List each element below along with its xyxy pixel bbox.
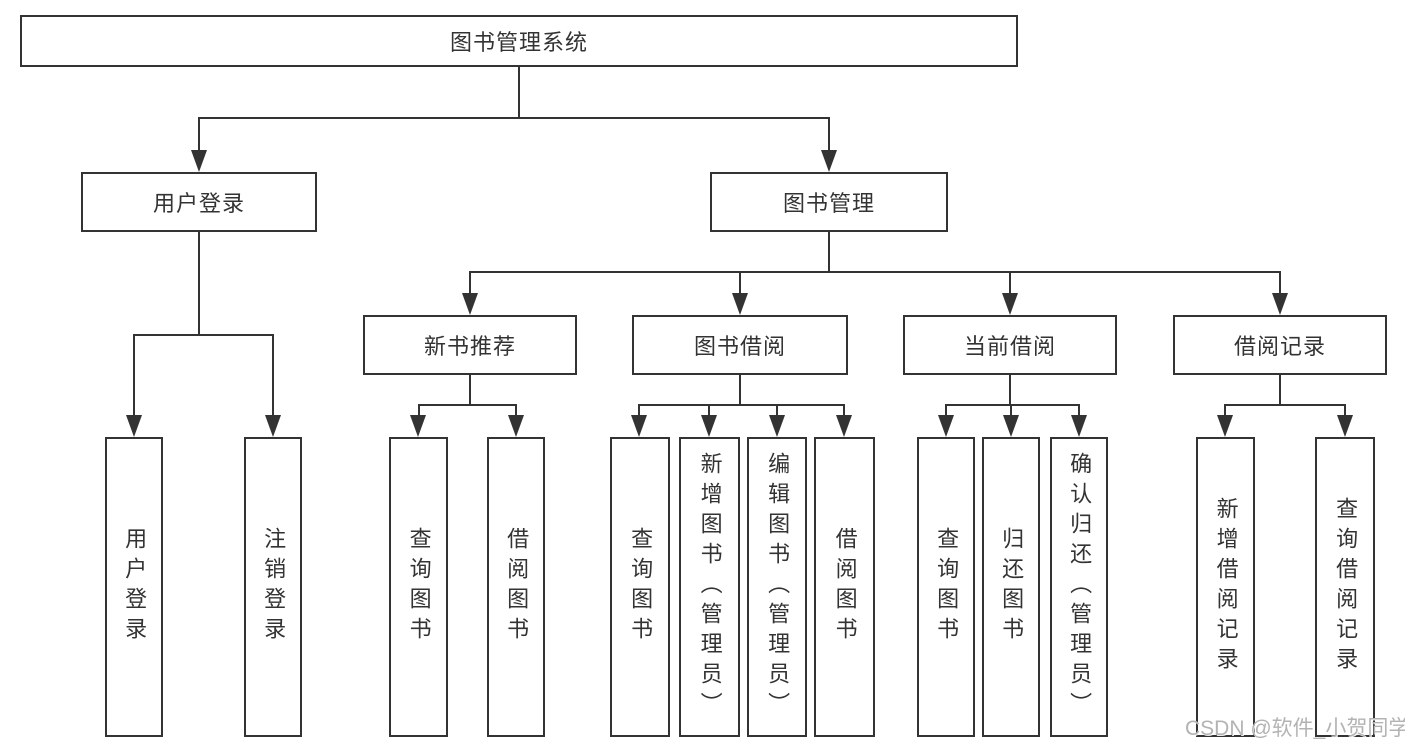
- connector-line: [418, 404, 420, 417]
- node-label: 用户登录: [152, 191, 245, 216]
- connector-line: [739, 271, 741, 295]
- arrowhead-icon: [191, 150, 207, 172]
- node-label: 查询图书: [934, 527, 960, 647]
- node-label: 查询图书: [406, 527, 432, 647]
- connector-line: [1078, 404, 1080, 417]
- connector-line: [1344, 404, 1346, 417]
- node-query-books-borrowing: 查询图书: [610, 437, 670, 737]
- node-user-login-leaf: 用户登录: [105, 437, 163, 737]
- connector-line: [469, 271, 1281, 273]
- arrowhead-icon: [1002, 293, 1018, 315]
- node-add-books-admin: 新增图书（管理员）: [679, 437, 740, 737]
- connector-line: [638, 404, 640, 417]
- arrowhead-icon: [631, 415, 647, 437]
- arrowhead-icon: [732, 293, 748, 315]
- connector-line: [469, 375, 471, 405]
- node-label: 当前借阅: [963, 334, 1056, 359]
- connector-line: [708, 404, 710, 417]
- arrowhead-icon: [701, 415, 717, 437]
- node-borrow-books: 借阅图书: [814, 437, 875, 737]
- node-label: 图书管理: [782, 191, 875, 216]
- connector-line: [515, 404, 517, 417]
- arrowhead-icon: [1272, 293, 1288, 315]
- connector-line: [828, 232, 830, 272]
- node-confirm-return-admin: 确认归还（管理员）: [1050, 437, 1108, 737]
- node-query-books-recommend: 查询图书: [389, 437, 448, 737]
- arrowhead-icon: [1337, 415, 1353, 437]
- node-label: 编辑图书（管理员）: [765, 452, 791, 722]
- arrowhead-icon: [508, 415, 524, 437]
- connector-line: [1009, 271, 1011, 295]
- node-label: 借阅图书: [504, 527, 530, 647]
- csdn-watermark: CSDN @软件_小贺同学: [1185, 717, 1405, 740]
- connector-line: [1279, 375, 1281, 405]
- connector-line: [133, 334, 135, 417]
- node-label: 图书借阅: [693, 334, 786, 359]
- connector-line: [945, 404, 947, 417]
- node-label: 借阅记录: [1233, 334, 1326, 359]
- connector-line: [828, 117, 830, 152]
- node-borrow-books-recommend: 借阅图书: [487, 437, 545, 737]
- connector-line: [1009, 375, 1011, 405]
- arrowhead-icon: [1003, 415, 1019, 437]
- node-label: 注销登录: [261, 527, 287, 647]
- node-book-borrowing: 图书借阅: [632, 315, 848, 375]
- connector-line: [1010, 404, 1012, 417]
- connector-line: [133, 334, 274, 336]
- connector-line: [198, 117, 200, 152]
- connector-line: [843, 404, 845, 417]
- arrowhead-icon: [1217, 415, 1233, 437]
- connector-line: [198, 117, 830, 119]
- connector-line: [1279, 271, 1281, 295]
- arrowhead-icon: [836, 415, 852, 437]
- connector-line: [272, 334, 274, 417]
- node-label: 用户登录: [122, 527, 148, 647]
- node-label: 新增图书（管理员）: [697, 452, 723, 722]
- arrowhead-icon: [126, 415, 142, 437]
- node-label: 新书推荐: [423, 334, 516, 359]
- connector-line: [638, 404, 844, 406]
- node-current-borrowing: 当前借阅: [903, 315, 1117, 375]
- node-library-management-system: 图书管理系统: [20, 15, 1018, 67]
- node-query-books-current: 查询图书: [917, 437, 975, 737]
- connector-line: [776, 404, 778, 417]
- connector-line: [945, 404, 1079, 406]
- connector-line: [1224, 404, 1345, 406]
- node-user-login: 用户登录: [81, 172, 317, 232]
- node-edit-books-admin: 编辑图书（管理员）: [747, 437, 807, 737]
- arrowhead-icon: [410, 415, 426, 437]
- node-borrowing-records: 借阅记录: [1173, 315, 1387, 375]
- connector-line: [518, 67, 520, 118]
- arrowhead-icon: [821, 150, 837, 172]
- node-label: 归还图书: [999, 527, 1025, 647]
- arrowhead-icon: [938, 415, 954, 437]
- node-label: 查询图书: [628, 527, 654, 647]
- arrowhead-icon: [265, 415, 281, 437]
- arrowhead-icon: [1071, 415, 1087, 437]
- node-book-management: 图书管理: [710, 172, 948, 232]
- connector-line: [1224, 404, 1226, 417]
- node-label: 确认归还（管理员）: [1067, 452, 1093, 722]
- node-label: 新增借阅记录: [1213, 497, 1239, 677]
- node-label: 图书管理系统: [449, 30, 588, 55]
- node-label: 查询借阅记录: [1333, 497, 1359, 677]
- node-label: 借阅图书: [832, 527, 858, 647]
- arrowhead-icon: [769, 415, 785, 437]
- node-new-book-recommendation: 新书推荐: [363, 315, 577, 375]
- node-logout: 注销登录: [244, 437, 302, 737]
- node-add-borrow-record: 新增借阅记录: [1196, 437, 1255, 737]
- connector-line: [418, 404, 517, 406]
- connector-line: [739, 375, 741, 405]
- node-return-books: 归还图书: [982, 437, 1040, 737]
- connector-line: [198, 232, 200, 335]
- node-query-borrow-record: 查询借阅记录: [1315, 437, 1375, 737]
- connector-line: [469, 271, 471, 295]
- arrowhead-icon: [462, 293, 478, 315]
